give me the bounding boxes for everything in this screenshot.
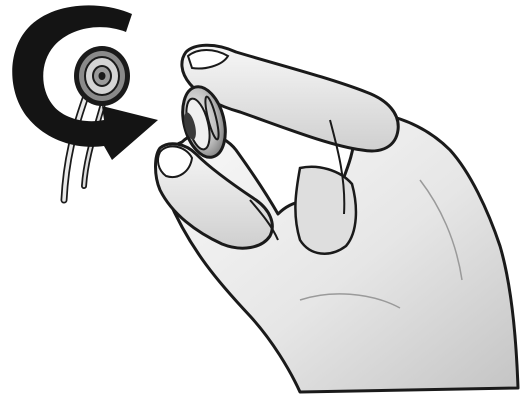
tube-icon	[64, 96, 104, 200]
hand-icon	[156, 45, 519, 392]
earpiece-icon	[74, 46, 130, 106]
